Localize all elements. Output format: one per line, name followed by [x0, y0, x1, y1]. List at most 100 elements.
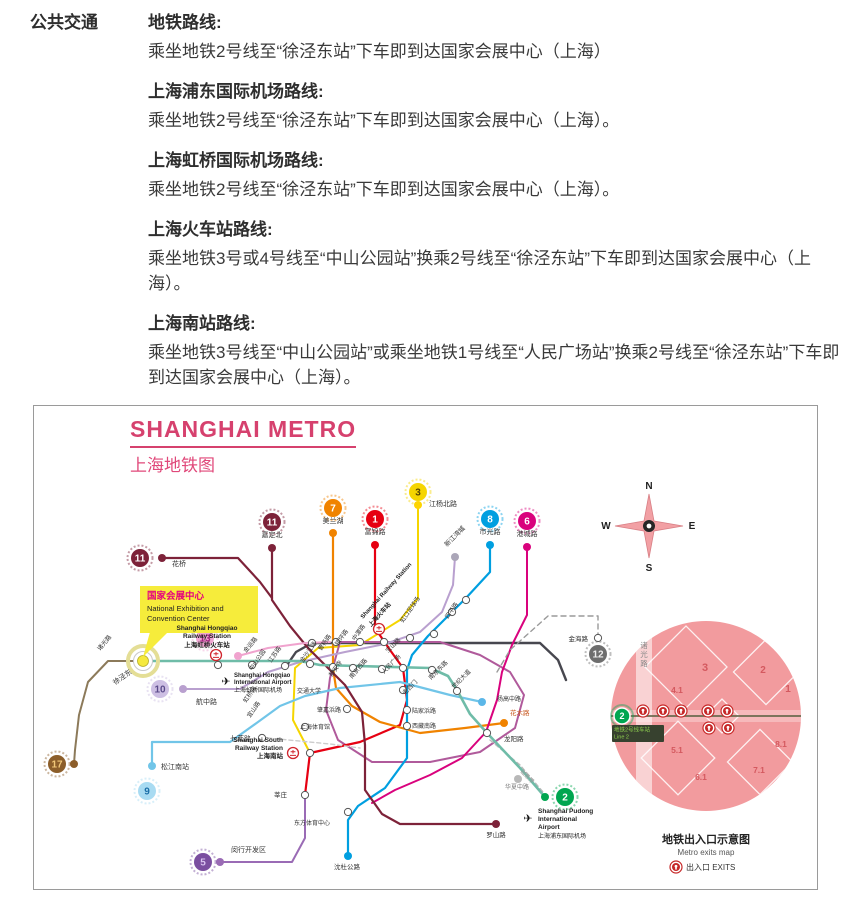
terminal-station-dot — [523, 543, 531, 551]
station-label: 肇嘉浜路 — [317, 706, 341, 714]
exit-icon — [674, 704, 688, 718]
terminal-station-dot — [234, 652, 242, 660]
station-label: 上海虹桥火车站 — [184, 640, 230, 649]
line-badge — [518, 512, 536, 530]
line-badge — [263, 513, 281, 531]
station-label: 地铁2号线车站 — [614, 726, 651, 734]
station-label: Shanghai Pudong — [538, 808, 593, 815]
station-label: 七莘路 — [230, 734, 251, 743]
station-label: 上海南站 — [257, 751, 284, 760]
line-badge-halo — [404, 478, 432, 506]
station-label: 4.1 — [671, 685, 683, 695]
metro-line — [141, 659, 547, 799]
metro-line — [267, 737, 361, 749]
station-label: 交通大学 — [297, 687, 321, 695]
route-title: 上海虹桥国际机场路线: — [148, 151, 324, 170]
metro-line — [270, 546, 498, 826]
route-metro: 地铁路线: 乘坐地铁2号线至“徐泾东站”下车即到达国家会展中心（上海） — [148, 8, 842, 64]
terminal-station-dot — [541, 793, 549, 801]
line-badge-halo — [476, 505, 504, 533]
terminal-station-dot — [70, 760, 78, 768]
terminal-station-dot — [451, 553, 459, 561]
route-title: 上海浦东国际机场路线: — [148, 82, 324, 101]
station-label: 诸光路 — [95, 633, 113, 652]
line-badge-number: 12 — [592, 649, 604, 660]
line-badge-number: 1 — [372, 514, 378, 525]
station-label: International Airport — [234, 680, 291, 686]
terminal-station-dot — [500, 719, 508, 727]
route-text: 乘坐地铁2号线至“徐泾东站”下车即到达国家会展中心（上海）。 — [148, 180, 620, 199]
station-label: 西藏南路 — [412, 722, 436, 730]
airplane-icon: ✈ — [523, 813, 532, 825]
interchange-station — [402, 721, 412, 731]
station-label: 花木路 — [510, 708, 530, 717]
station-label: W — [601, 521, 611, 532]
line-badge-halo — [133, 777, 161, 805]
line-badge — [196, 629, 214, 647]
interchange-station — [355, 637, 365, 647]
route-hongqiao-airport: 上海虹桥国际机场路线: 乘坐地铁2号线至“徐泾东站”下车即到达国家会展中心（上海… — [148, 146, 842, 202]
line-badge — [589, 645, 607, 663]
station-label: 世纪大道 — [450, 668, 473, 691]
line-badge — [194, 853, 212, 871]
interchange-station — [398, 663, 408, 673]
transit-routes: 地铁路线: 乘坐地铁2号线至“徐泾东站”下车即到达国家会展中心（上海） 上海浦东… — [148, 8, 842, 472]
station-label: 东方体育中心 — [294, 819, 330, 827]
station-label: 金海路 — [569, 634, 589, 643]
line2-station-label-box — [612, 725, 664, 742]
station-label: Railway Station — [183, 633, 231, 640]
station-label: N — [645, 481, 652, 492]
metro-line — [371, 546, 528, 804]
exit-icon — [720, 704, 734, 718]
line-badge — [48, 755, 66, 773]
station-label: 虹口足球场 — [398, 595, 422, 624]
station-label: 3 — [702, 662, 708, 674]
interchange-station — [328, 662, 338, 672]
station-label: 航中路 — [196, 697, 217, 706]
exhibition-hall-outline — [644, 625, 728, 709]
line-badge-number: 10 — [154, 684, 166, 695]
metro-line — [489, 739, 544, 793]
station-label: Railway Station — [235, 745, 283, 752]
necc-callout-pointer — [143, 632, 168, 657]
line-badge-number: 2 — [562, 792, 568, 803]
station-label: 市光路 — [480, 527, 501, 536]
zhuguang-road-label: 诸光路 — [640, 641, 648, 668]
station-label: 华夏中路 — [505, 783, 529, 791]
terminal-station-dot — [492, 820, 500, 828]
station-label: 中潭路 — [350, 623, 367, 642]
station-label: 罗山路 — [486, 830, 506, 839]
terminal-station-dot — [478, 698, 486, 706]
line-badge-halo — [551, 783, 579, 811]
station-label: 莘庄 — [274, 790, 288, 799]
route-title: 地铁路线: — [148, 13, 222, 32]
station-label: E — [689, 521, 696, 532]
interchange-station — [379, 637, 389, 647]
route-title: 上海南站路线: — [148, 314, 256, 333]
exit-icon — [701, 704, 715, 718]
station-label: 港城路 — [517, 529, 538, 538]
metro-line — [331, 531, 506, 735]
interchange-station — [377, 664, 387, 674]
stations — [70, 501, 603, 866]
route-south-station: 上海南站路线: 乘坐地铁3号线至“中山公园站”或乘坐地铁1号线至“人民广场站”换… — [148, 309, 842, 390]
interchange-station — [447, 607, 457, 617]
interchange-station — [257, 733, 267, 743]
station-label: 8.1 — [775, 739, 787, 749]
line2-badge — [613, 707, 631, 725]
station-label: International — [538, 816, 577, 823]
interchange-station — [452, 686, 462, 696]
station-label: 松江南站 — [161, 762, 189, 771]
terminal-station-dot — [414, 501, 422, 509]
metro-lines — [73, 504, 599, 863]
station-label: S — [646, 563, 653, 574]
interchange-station — [427, 665, 437, 675]
interchange-station — [247, 660, 257, 670]
line-badge-halo — [513, 507, 541, 535]
interchange-station — [305, 659, 315, 669]
line-badge — [151, 680, 169, 698]
terminal-station-dot — [158, 554, 166, 562]
